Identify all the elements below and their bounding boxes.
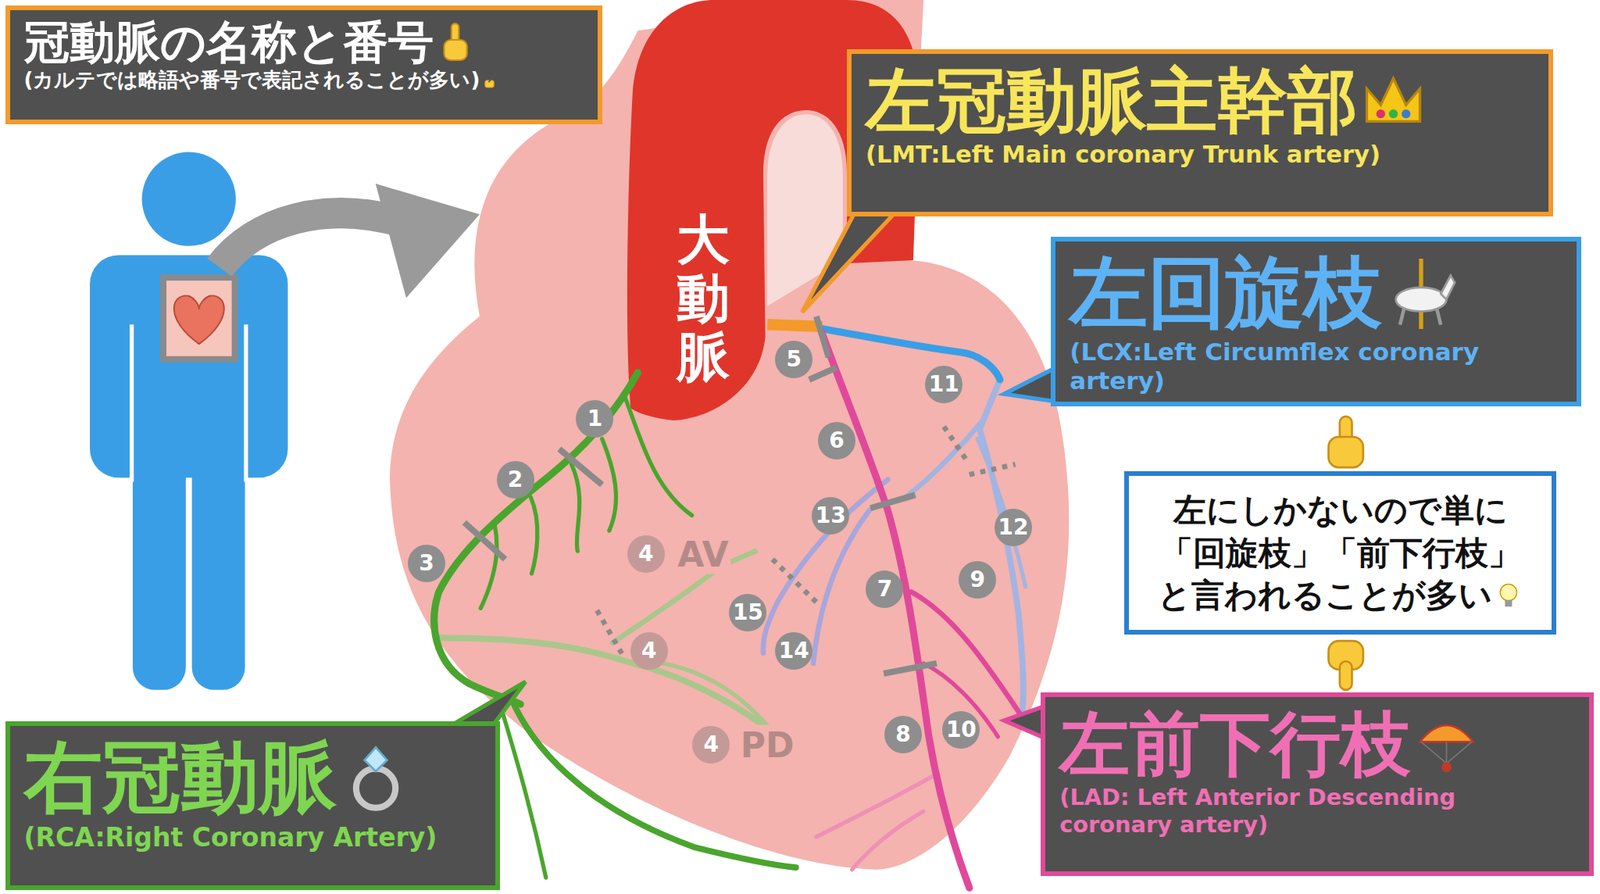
box-text: 冠動脈の名称と番号 <box>24 15 434 69</box>
title-panel: 冠動脈の名称と番号(カルテでは略語や番号で表記されることが多い) <box>5 5 603 125</box>
callout-pointer <box>802 203 904 312</box>
box-heading: 冠動脈の名称と番号 <box>24 16 584 69</box>
box-subtitle: (LCX:Left Circumflex coronary artery) <box>1069 337 1563 396</box>
callout-box: 左前下行枝(LAD: Left Anterior Descending coro… <box>1040 692 1594 876</box>
box-subtitle: (カルテでは略語や番号で表記されることが多い) <box>24 67 584 93</box>
hand-down-icon <box>1328 640 1363 690</box>
vessel-label: 大動脈 <box>676 210 730 386</box>
box-subtitle: (RCA:Right Coronary Artery) <box>24 821 482 854</box>
chest-heart-icon <box>163 277 235 359</box>
box-subtitle: (LAD: Left Anterior Descending coronary … <box>1059 783 1575 838</box>
box-heading: 左回旋枝 <box>1069 247 1563 338</box>
box-text: 左冠動脈主幹部 <box>865 59 1358 142</box>
box-heading: 左冠動脈主幹部 <box>865 60 1535 142</box>
pointer-arrow <box>219 183 480 298</box>
callout-number: 11 <box>925 365 963 404</box>
callout-number: 3 <box>407 544 446 583</box>
hand-up-icon <box>1328 416 1363 468</box>
callout-number: 9 <box>958 560 997 599</box>
box-heading: 左前下行枝 <box>1059 703 1575 785</box>
callout-number: 4 <box>630 632 668 670</box>
callout-number: 15 <box>728 593 767 632</box>
callout-number: 1 <box>575 400 614 438</box>
box-heading: 右冠動脈 <box>24 732 482 822</box>
segment-markers-dotted <box>596 426 1015 658</box>
anterior-descending-artery <box>821 331 1021 888</box>
box-text: 右冠動脈 <box>24 731 337 823</box>
callout-number: 4 <box>692 725 730 764</box>
box-text: (LAD: Left Anterior Descending coronary … <box>1059 783 1456 838</box>
callout-pointer <box>449 681 526 726</box>
callout-number: 7 <box>865 570 904 608</box>
box-text: (カルテでは略語や番号で表記されることが多い) <box>24 67 481 92</box>
callout-box: 右冠動脈(RCA:Right Coronary Artery) <box>5 721 500 890</box>
box-text: 左にしかないので単に「回旋枝」「前下行枝」と言われることが多い <box>1157 490 1522 615</box>
note-box: 左にしかないので単に「回旋枝」「前下行枝」と言われることが多い <box>1124 471 1556 635</box>
emoji-icon <box>481 71 500 90</box>
circumflex-artery <box>821 328 1000 380</box>
box-text: (LCX:Left Circumflex coronary artery) <box>1069 337 1479 395</box>
person-gaps <box>132 324 247 694</box>
branch-label: PD <box>738 725 797 765</box>
box-heading: 左にしかないので単に「回旋枝」「前下行枝」と言われることが多い <box>1142 489 1537 618</box>
callout-number: 6 <box>817 421 856 460</box>
branch-label: AV <box>675 534 731 575</box>
emoji-icon <box>1414 712 1479 776</box>
callout-number: 2 <box>496 460 535 499</box>
callout-number: 14 <box>775 632 813 670</box>
callout-box: 左回旋枝(LCX:Left Circumflex coronary artery… <box>1050 236 1582 407</box>
emoji-icon <box>1493 580 1524 611</box>
left-main-trunk <box>767 324 823 327</box>
box-subtitle: (LMT:Left Main coronary Trunk artery) <box>865 140 1535 170</box>
box-text: (RCA:Right Coronary Artery) <box>24 821 438 853</box>
callout-number: 4 <box>627 535 665 573</box>
callout-number: 12 <box>994 508 1033 547</box>
callout-number: 13 <box>811 496 850 535</box>
callout-box: 左冠動脈主幹部(LMT:Left Main coronary Trunk art… <box>846 49 1554 217</box>
emoji-icon <box>340 742 411 814</box>
box-text: 左回旋枝 <box>1069 246 1383 339</box>
emoji-icon <box>435 21 476 63</box>
box-text: 左前下行枝 <box>1059 702 1411 785</box>
emoji-icon <box>1361 69 1425 133</box>
callout-number: 5 <box>775 340 813 379</box>
callout-number: 8 <box>884 715 922 754</box>
emoji-icon <box>1385 258 1457 329</box>
callout-number: 10 <box>942 710 980 749</box>
box-text: (LMT:Left Main coronary Trunk artery) <box>865 140 1381 168</box>
